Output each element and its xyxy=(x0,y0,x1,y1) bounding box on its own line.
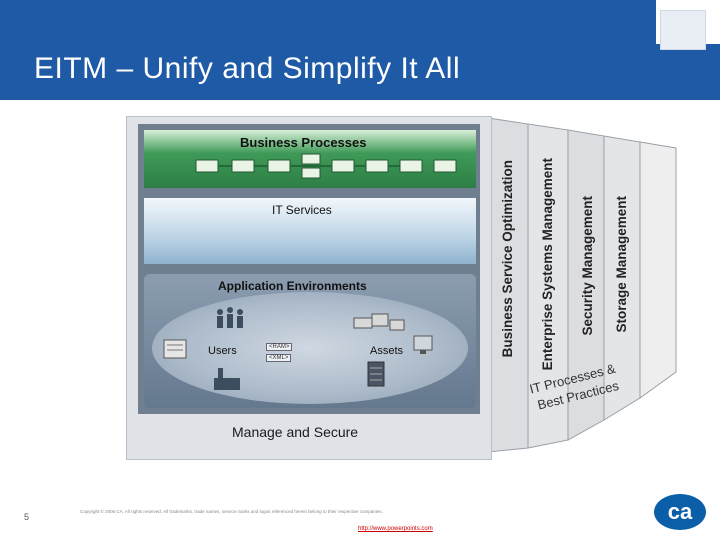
factory-icon xyxy=(214,368,240,390)
monitor-icon xyxy=(413,335,433,354)
users-icon xyxy=(217,307,243,328)
pillar-business-label: Business Service Optimization xyxy=(500,160,515,358)
slide-title: EITM – Unify and Simplify It All xyxy=(34,52,461,85)
assets-label: Assets xyxy=(370,345,404,357)
application-environments-label: Application Environments xyxy=(218,279,367,293)
rack-icon xyxy=(367,361,385,387)
business-processes-label: Business Processes xyxy=(240,135,367,150)
pillar-storage-label: Storage Management xyxy=(614,196,629,333)
server-icon xyxy=(163,339,187,359)
ca-logo: ca xyxy=(654,494,706,530)
svg-text:ca: ca xyxy=(668,499,693,524)
manage-secure-label: Manage and Secure xyxy=(232,424,359,440)
users-label: Users xyxy=(208,345,237,357)
header-divider xyxy=(0,100,720,104)
pillar-enterprise-label: Enterprise Systems Management xyxy=(540,158,555,371)
copyright-notice: Copyright © 2006 CA. All rights reserved… xyxy=(80,509,383,514)
it-services-label: IT Services xyxy=(272,203,332,217)
header-corner-square xyxy=(660,10,706,50)
slide-number: 5 xyxy=(24,512,30,522)
footer-link[interactable]: http://www.powerpoints.com xyxy=(358,526,433,532)
pillar-security-label: Security Management xyxy=(580,196,595,336)
ram-tag: <RAM> xyxy=(266,343,293,351)
storage-icon xyxy=(353,313,405,331)
it-services-band xyxy=(144,198,476,264)
title-bar xyxy=(0,0,720,100)
xml-tag: <XML> xyxy=(266,354,292,362)
